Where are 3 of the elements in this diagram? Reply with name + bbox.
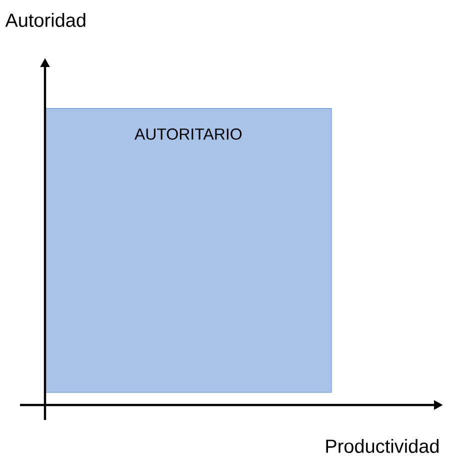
quadrant-box: AUTORITARIO <box>45 108 332 393</box>
axis-label: Autoridad <box>5 13 86 27</box>
axis-label: Productividad <box>326 439 439 453</box>
